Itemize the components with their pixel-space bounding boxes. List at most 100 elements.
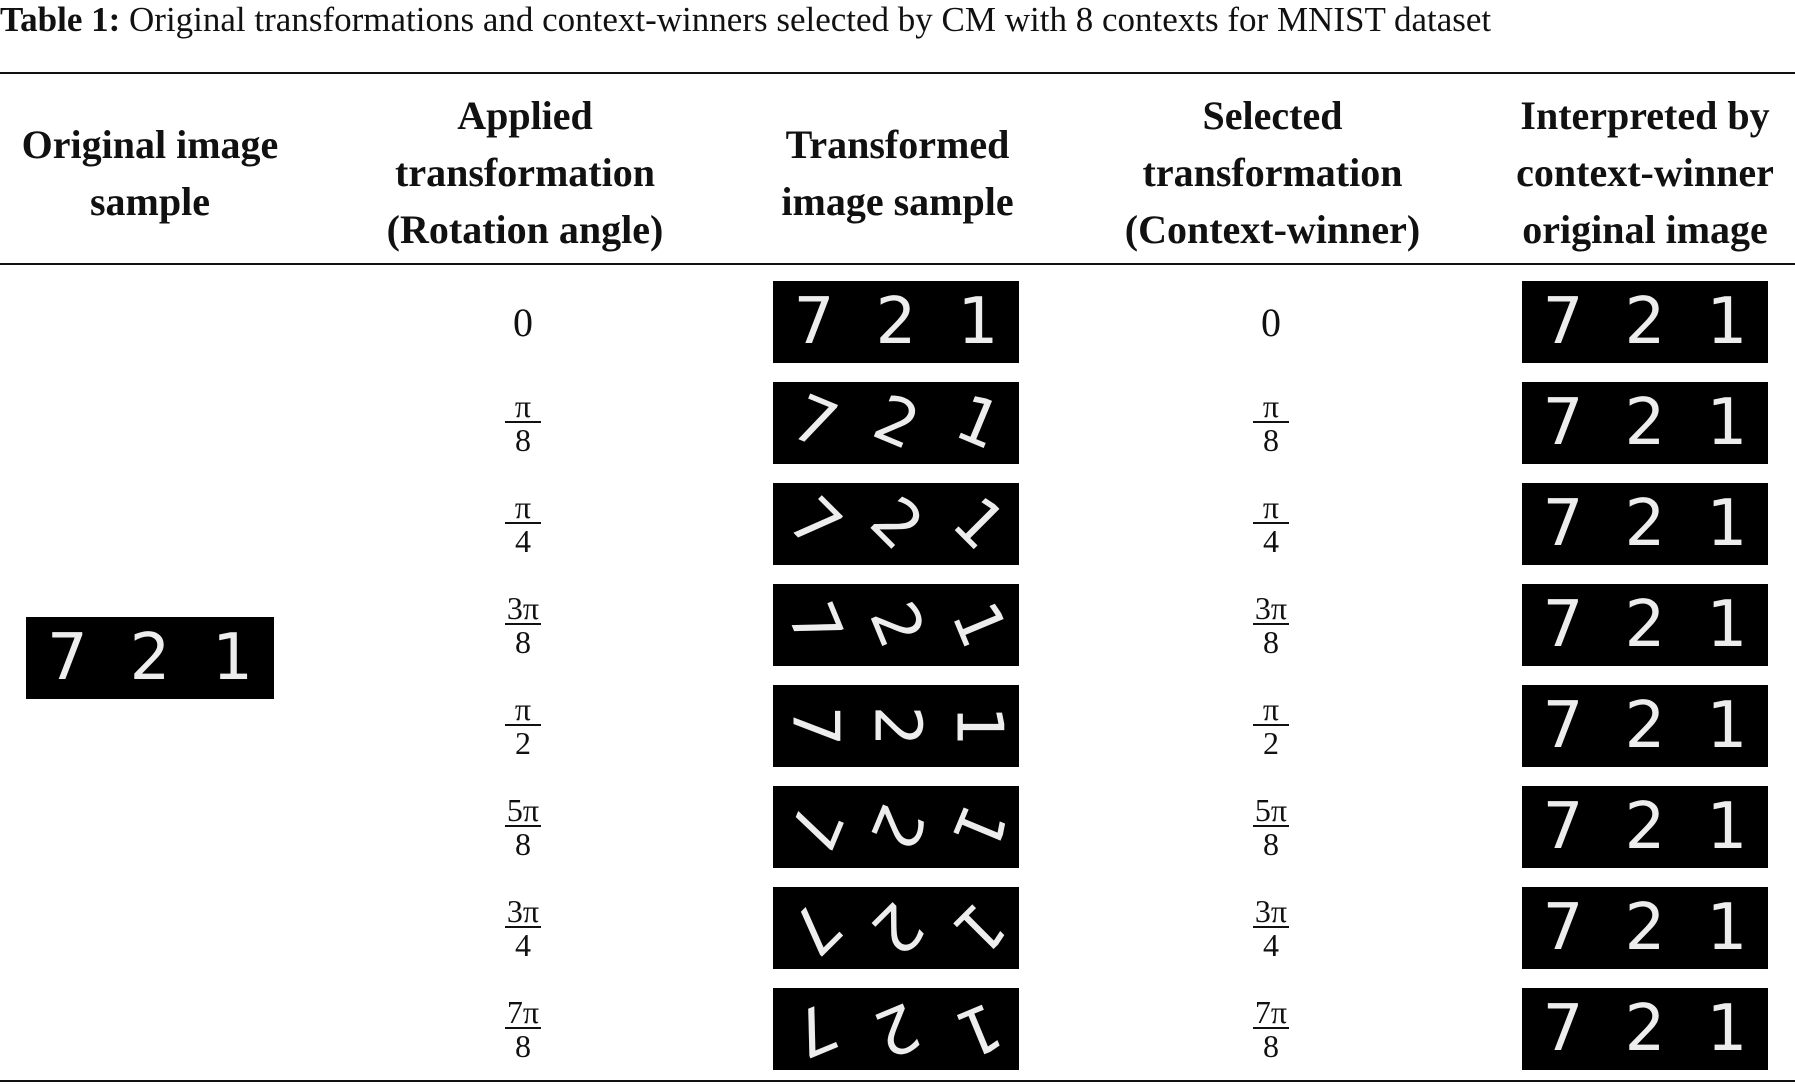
digit-1: 1 [941, 705, 1015, 747]
selected-context-winner-denominator: 4 [1263, 522, 1279, 559]
digit-1: 1 [1706, 790, 1748, 864]
applied-rotation-angle-fraction-bar [505, 420, 541, 423]
applied-rotation-angle-fraction-bar [505, 925, 541, 928]
digit-7: 7 [1542, 992, 1584, 1066]
digit-1: 1 [945, 382, 1011, 464]
digit-7: 7 [1542, 386, 1584, 460]
digit-1: 1 [1706, 891, 1748, 965]
digit-1: 1 [1706, 285, 1748, 359]
selected-context-winner-denominator: 8 [1263, 825, 1279, 862]
applied-rotation-angle-denominator: 2 [515, 724, 531, 761]
digit-2: 2 [855, 887, 937, 969]
digit-7: 7 [773, 887, 855, 969]
digit-7: 7 [1542, 790, 1584, 864]
applied-rotation-angle-fraction-bar [505, 1026, 541, 1029]
selected-context-winner-numerator: 3π [1254, 892, 1288, 929]
digit-2: 2 [129, 621, 171, 695]
selected-context-winner-fraction-bar [1253, 1026, 1289, 1029]
header-transformed-image: Transformed image sample [781, 121, 1014, 224]
applied-rotation-angle-numerator: π [514, 387, 532, 424]
applied-rotation-angle-denominator: 4 [515, 522, 531, 559]
digit-2: 2 [1624, 689, 1666, 763]
selected-context-winner-fraction-bar [1253, 521, 1289, 524]
digit-1: 1 [1706, 487, 1748, 561]
header-applied-transformation: Applied transformation (Rotation angle) [386, 93, 664, 252]
digit-7: 7 [773, 794, 856, 860]
header-interpreted-image: Interpreted by context-winner original i… [1516, 93, 1774, 252]
digit-7: 7 [773, 483, 855, 565]
digit-2: 2 [859, 705, 933, 747]
digit-7: 7 [1542, 891, 1584, 965]
digit-1: 1 [212, 621, 253, 695]
digit-2: 2 [854, 592, 938, 658]
selected-context-winner-denominator: 4 [1263, 926, 1279, 963]
digit-1: 1 [1706, 689, 1748, 763]
selected-context-winner-fraction-bar [1253, 622, 1289, 625]
digit-7: 7 [781, 988, 847, 1070]
selected-context-winner-fraction-bar [1253, 723, 1289, 726]
applied-rotation-angle-fraction-bar [505, 521, 541, 524]
applied-rotation-angle-numerator: 7π [506, 993, 540, 1030]
applied-rotation-angle-numerator: 5π [506, 791, 540, 828]
digit-1: 1 [945, 988, 1011, 1070]
digit-1: 1 [1706, 588, 1748, 662]
digit-7: 7 [1542, 487, 1584, 561]
digit-7: 7 [793, 285, 835, 359]
digit-2: 2 [1624, 386, 1666, 460]
applied-rotation-angle-fraction-bar [505, 723, 541, 726]
selected-context-winner-fraction-bar [1253, 925, 1289, 928]
caption-label: Table 1: [0, 0, 121, 39]
digit-7: 7 [773, 592, 856, 658]
digit-2: 2 [863, 382, 929, 464]
selected-context-winner-denominator: 8 [1263, 421, 1279, 458]
selected-context-winner-fraction-bar [1253, 824, 1289, 827]
selected-context-winner-denominator: 2 [1263, 724, 1279, 761]
selected-context-winner-numerator: 5π [1254, 791, 1288, 828]
applied-rotation-angle-numerator: 3π [506, 589, 540, 626]
applied-rotation-angle-denominator: 8 [515, 825, 531, 862]
digit-2: 2 [863, 988, 929, 1070]
digit-2: 2 [1624, 588, 1666, 662]
applied-rotation-angle-denominator: 8 [515, 623, 531, 660]
applied-rotation-angle-value: 0 [513, 300, 533, 345]
table-caption: Table 1: Original transformations and co… [0, 0, 1795, 40]
selected-context-winner-denominator: 8 [1263, 623, 1279, 660]
digit-2: 2 [1624, 487, 1666, 561]
bottom-rule [0, 1080, 1795, 1082]
selected-context-winner-numerator: π [1262, 387, 1280, 424]
digit-1: 1 [937, 887, 1019, 969]
selected-context-winner-denominator: 8 [1263, 1027, 1279, 1064]
digit-2: 2 [1624, 285, 1666, 359]
digit-2: 2 [854, 794, 938, 860]
selected-context-winner-numerator: π [1262, 690, 1280, 727]
selected-context-winner: 0 [1211, 272, 1331, 373]
applied-rotation-angle-fraction-bar [505, 824, 541, 827]
digit-2: 2 [875, 285, 917, 359]
header-rule [0, 263, 1795, 265]
digit-1: 1 [1706, 992, 1748, 1066]
selected-context-winner-value: 0 [1261, 300, 1281, 345]
digit-2: 2 [1624, 790, 1666, 864]
selected-context-winner-numerator: 7π [1254, 993, 1288, 1030]
